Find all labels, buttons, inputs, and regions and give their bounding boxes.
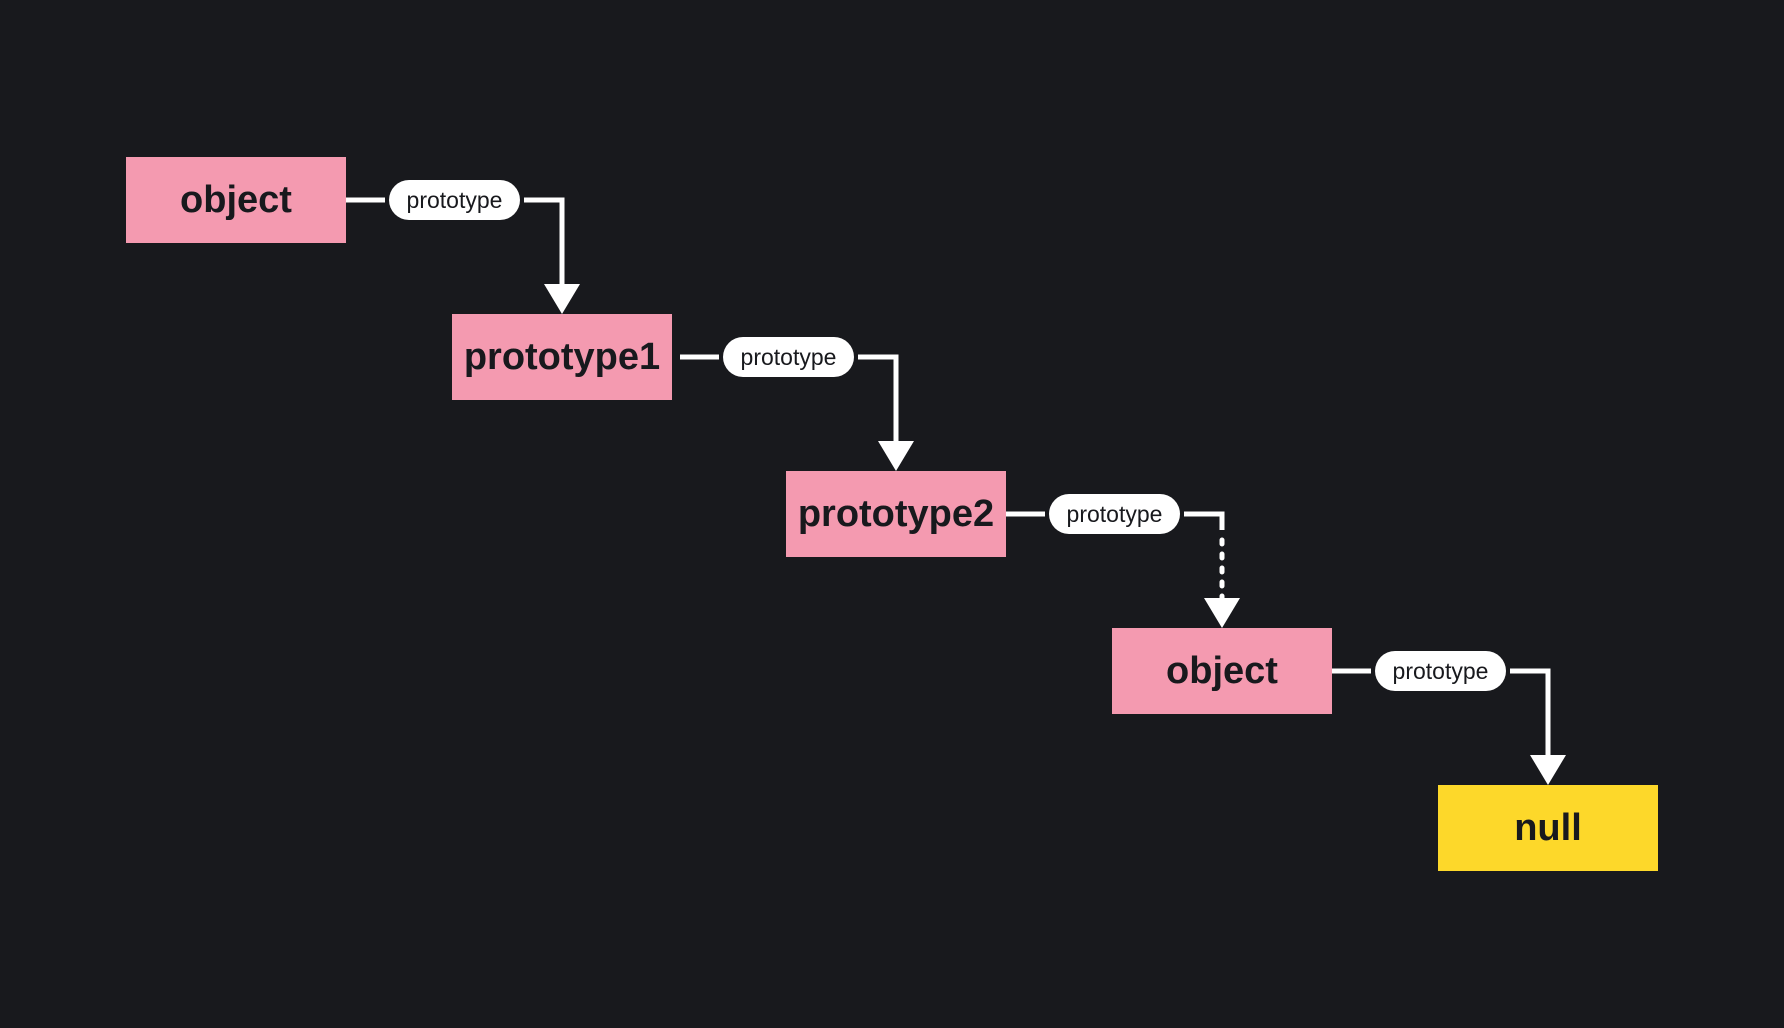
link-2-arrowhead: [1204, 598, 1240, 628]
link-1-line: [680, 354, 899, 445]
link-1-label: prototype: [741, 344, 837, 370]
node-0-box: [126, 157, 346, 243]
link-3-pill: [1375, 651, 1506, 691]
node-2-box: [786, 471, 1006, 557]
link-2-line-solid: [1006, 511, 1225, 530]
link-3-label: prototype: [1393, 658, 1489, 684]
link-3-arrowhead: [1530, 755, 1566, 785]
link-0-pill: [389, 180, 520, 220]
node-3-box: [1112, 628, 1332, 714]
link-0-arrowhead: [544, 284, 580, 314]
node-0-label: object: [180, 179, 292, 221]
node-null: null: [1438, 785, 1658, 871]
link-1: prototype: [680, 337, 914, 471]
link-0-line: [346, 197, 565, 288]
node-prototype1: prototype1: [452, 314, 672, 400]
node-4-label: null: [1514, 807, 1582, 849]
link-3-line: [1332, 668, 1551, 759]
link-2: prototype: [1006, 494, 1240, 628]
link-2-label: prototype: [1067, 501, 1163, 527]
node-prototype2: prototype2: [786, 471, 1006, 557]
node-1-label: prototype1: [464, 336, 660, 378]
node-3-label: object: [1166, 650, 1278, 692]
node-2-label: prototype2: [798, 493, 994, 535]
link-0: prototype: [346, 180, 580, 314]
link-0-label: prototype: [407, 187, 503, 213]
link-3: prototype: [1332, 651, 1566, 785]
link-2-pill: [1049, 494, 1180, 534]
node-object: object: [126, 157, 346, 243]
node-object-2: object: [1112, 628, 1332, 714]
node-4-box: [1438, 785, 1658, 871]
node-1-box: [452, 314, 672, 400]
link-1-arrowhead: [878, 441, 914, 471]
link-1-pill: [723, 337, 854, 377]
